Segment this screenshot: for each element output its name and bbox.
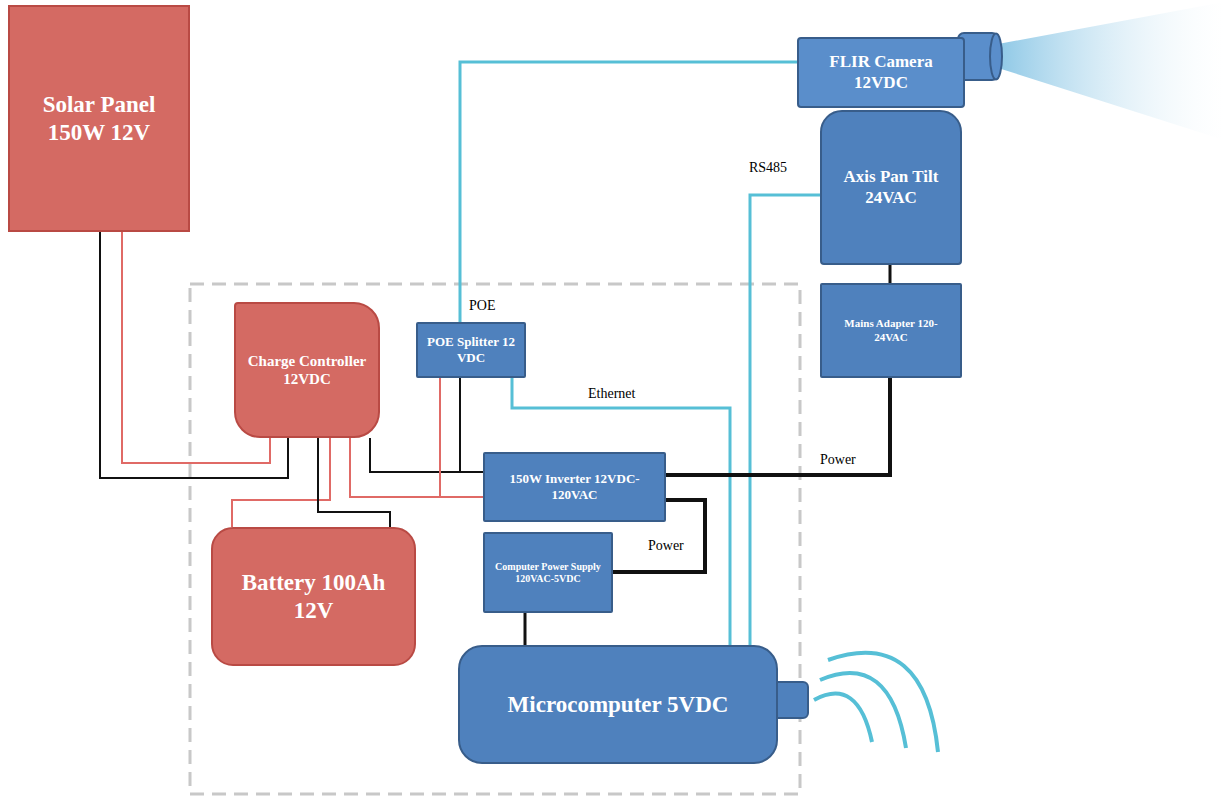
- solar-panel: Solar Panel 150W 12V: [8, 5, 190, 232]
- wire: [524, 613, 527, 645]
- node-label: Battery 100Ah 12V: [219, 569, 408, 624]
- lens-face: [990, 34, 1002, 80]
- wire: [232, 438, 330, 527]
- node-label: Solar Panel 150W 12V: [16, 91, 182, 146]
- wireless-wave: [814, 694, 872, 742]
- wire: [370, 438, 483, 472]
- microcomputer-box: Microcomputer 5VDC: [458, 645, 778, 764]
- camera-beam: [998, 2, 1224, 140]
- inverter-box: 150W Inverter 12VDC-120VAC: [483, 452, 666, 522]
- node-label: Microcomputer 5VDC: [508, 691, 729, 719]
- node-label: Mains Adapter 120-24VAC: [828, 317, 954, 343]
- charge-controller: Charge Controller 12VDC: [234, 302, 380, 438]
- camera-box: FLIR Camera 12VDC: [797, 37, 965, 108]
- node-label: Charge Controller 12VDC: [242, 352, 372, 388]
- wire: [666, 378, 890, 475]
- wire: [318, 438, 390, 527]
- node-label: POE Splitter 12 VDC: [424, 334, 518, 365]
- wire-label: Ethernet: [586, 386, 637, 403]
- wire-label: Power: [818, 452, 858, 469]
- wire: [750, 195, 820, 645]
- node-label: Computer Power Supply 120VAC-5VDC: [491, 561, 605, 585]
- enclosure-outline: [190, 284, 800, 794]
- wireless-wave: [820, 673, 906, 748]
- mains-adapter: Mains Adapter 120-24VAC: [820, 283, 962, 378]
- power-supply-box: Computer Power Supply 120VAC-5VDC: [483, 532, 613, 613]
- wire-label: POE: [467, 298, 497, 315]
- wire: [370, 378, 460, 472]
- wire-label: RS485: [747, 160, 789, 177]
- poe-splitter: POE Splitter 12 VDC: [416, 322, 526, 378]
- wire: [460, 62, 797, 322]
- node-label: Axis Pan Tilt 24VAC: [828, 167, 954, 208]
- wireless-wave: [828, 653, 938, 752]
- wire-label: Power: [646, 538, 686, 555]
- wire: [889, 265, 892, 283]
- node-label: FLIR Camera 12VDC: [805, 52, 957, 93]
- pan-tilt-box: Axis Pan Tilt 24VAC: [820, 110, 962, 265]
- battery-box: Battery 100Ah 12V: [211, 527, 416, 666]
- node-label: 150W Inverter 12VDC-120VAC: [491, 471, 658, 502]
